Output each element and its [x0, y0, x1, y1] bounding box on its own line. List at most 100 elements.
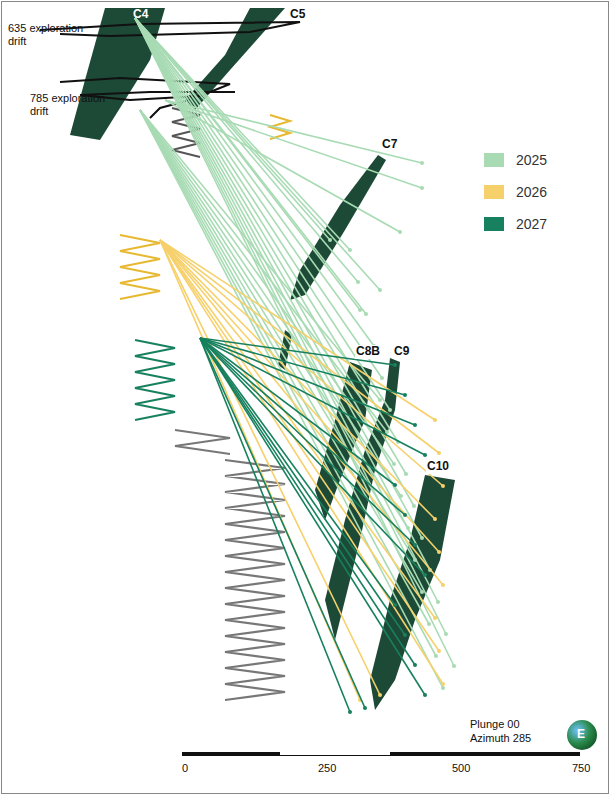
hole-end — [398, 230, 402, 234]
view-label: Plunge 00 — [470, 718, 520, 731]
hole-end — [358, 308, 362, 312]
hole-end — [403, 633, 407, 637]
scale-bar-segment — [280, 752, 390, 756]
hole-end — [388, 408, 392, 412]
drill-hole — [200, 338, 415, 545]
hole-end — [348, 248, 352, 252]
legend-row: 2027 — [484, 216, 547, 232]
ramp-spiral — [135, 340, 175, 420]
drill-hole — [135, 18, 454, 666]
drill-hole — [200, 338, 415, 665]
drill-hole — [135, 18, 438, 602]
hole-end — [413, 558, 417, 562]
hole-end — [393, 483, 397, 487]
drill-hole — [140, 110, 408, 528]
scale-label: 0 — [182, 762, 188, 775]
drill-hole — [200, 338, 350, 712]
drill-hole — [165, 100, 422, 163]
drill-hole — [140, 110, 380, 400]
drill-hole — [135, 18, 390, 410]
drill-hole — [135, 18, 382, 378]
view-label: Azimuth 285 — [470, 732, 531, 745]
legend-text: 2025 — [516, 152, 547, 168]
hole-end — [413, 423, 417, 427]
hole-end — [413, 543, 417, 547]
drill-hole — [160, 240, 380, 695]
hole-end — [452, 664, 456, 668]
legend-swatch — [484, 185, 504, 199]
orebody-label: C4 — [133, 8, 148, 22]
hole-end — [393, 603, 397, 607]
drill-hole — [140, 110, 436, 656]
hole-end — [437, 649, 441, 653]
scale-label: 500 — [452, 762, 470, 775]
hole-end — [433, 616, 437, 620]
drill-hole — [200, 338, 395, 605]
hole-end — [444, 632, 448, 636]
drill-hole — [140, 110, 415, 560]
drill-hole — [135, 18, 330, 240]
drill-hole — [165, 100, 422, 188]
legend-row: 2026 — [484, 184, 547, 200]
hole-end — [385, 430, 389, 434]
hole-end — [356, 280, 360, 284]
drill-hole — [140, 110, 387, 432]
hole-end — [364, 312, 368, 316]
drill-hole — [160, 240, 443, 684]
hole-end — [423, 453, 427, 457]
hole-end — [441, 583, 445, 587]
hole-end — [441, 682, 445, 686]
scale-bar-segment — [280, 755, 390, 756]
drill-hole — [160, 240, 435, 519]
hole-end — [423, 693, 427, 697]
hole-end — [348, 710, 352, 714]
ramp-spiral — [120, 235, 160, 299]
hole-end — [378, 288, 382, 292]
hole-end — [427, 622, 431, 626]
drill-hole — [160, 240, 435, 618]
ramp-spiral — [175, 430, 230, 454]
hole-end — [441, 686, 445, 690]
orientation-globe — [567, 720, 597, 750]
drill-hole — [140, 110, 443, 688]
hole-end — [393, 363, 397, 367]
hole-end — [433, 517, 437, 521]
hole-end — [380, 376, 384, 380]
orebody-label: C5 — [290, 8, 305, 22]
hole-end — [441, 484, 445, 488]
hole-end — [423, 573, 427, 577]
orebody-label: C9 — [393, 345, 410, 359]
drill-hole — [200, 338, 425, 455]
legend-text: 2027 — [516, 216, 547, 232]
hole-end — [420, 536, 424, 540]
drill-hole — [140, 110, 401, 496]
hole-end — [433, 418, 437, 422]
orebody-label: C7 — [381, 138, 398, 152]
hole-end — [413, 663, 417, 667]
drill-holes — [135, 18, 456, 714]
scale-bar — [182, 752, 580, 756]
scale-label: 250 — [318, 762, 336, 775]
drill-hole — [160, 240, 439, 651]
hole-end — [420, 161, 424, 165]
drill-hole — [160, 240, 439, 552]
drill-hole — [200, 338, 365, 708]
legend-swatch — [484, 153, 504, 167]
orebody-label: C8B — [355, 345, 381, 359]
drift-label: 635 exploration drift — [8, 22, 84, 47]
hole-end — [363, 706, 367, 710]
hole-end — [403, 393, 407, 397]
hole-end — [378, 398, 382, 402]
hole-end — [437, 550, 441, 554]
drill-hole — [135, 18, 398, 442]
legend-text: 2026 — [516, 184, 547, 200]
drill-hole — [200, 338, 405, 635]
scale-bar-segment — [182, 752, 580, 756]
drill-hole — [200, 338, 425, 695]
hole-end — [412, 504, 416, 508]
orebody-label: C10 — [426, 460, 450, 474]
legend-swatch — [484, 217, 504, 231]
drill-hole — [200, 338, 405, 515]
ramp-spiral — [225, 460, 285, 700]
